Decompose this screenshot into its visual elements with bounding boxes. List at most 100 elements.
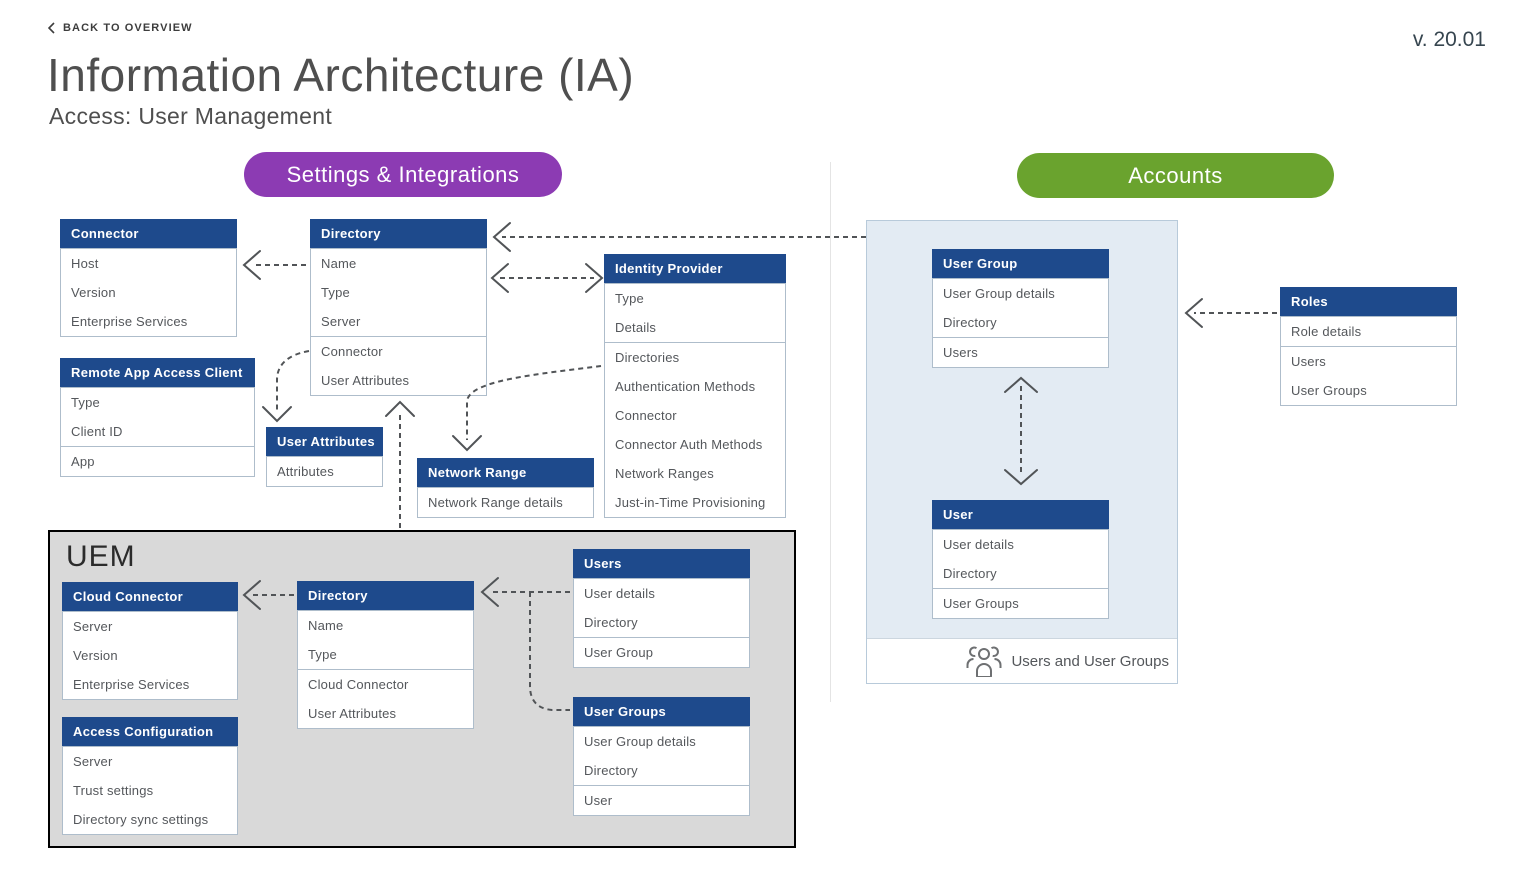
entity-row: Name (321, 256, 357, 271)
entity-section: App (60, 446, 255, 477)
entity-row: Server (321, 314, 361, 329)
entity-row: Type (308, 647, 337, 662)
entity-row: Network Range details (428, 495, 563, 510)
users-group-icon (966, 646, 1002, 677)
entity-section: Role details (1280, 316, 1457, 347)
entity-title: Directory (297, 581, 474, 611)
page-title: Information Architecture (IA) (47, 49, 635, 101)
entity-title: User (932, 500, 1109, 530)
version-label: v. 20.01 (1412, 28, 1486, 51)
settings-integrations-pill: Settings & Integrations (244, 152, 562, 197)
accounts-footer-label: Users and User Groups (1011, 652, 1169, 670)
entity-section: Attributes (266, 456, 383, 487)
entity-row: User Group details (584, 734, 696, 749)
entity-section: User (573, 785, 750, 816)
accounts-footer: Users and User Groups (867, 638, 1177, 683)
entity-row: Enterprise Services (73, 677, 190, 692)
entity-title: User Group (932, 249, 1109, 279)
entity-section: Users (932, 337, 1109, 368)
entity-row: User Group (584, 645, 654, 660)
entity-row: Client ID (71, 424, 123, 439)
entity-row: Type (615, 291, 644, 306)
chevron-left-icon (48, 22, 55, 34)
entity-row: Directory (943, 315, 997, 330)
uem-label: UEM (66, 540, 136, 573)
entity-row: Attributes (277, 464, 334, 479)
entity-row: Type (71, 395, 100, 410)
entity-title: User Attributes (266, 427, 383, 457)
entity-row: Connector Auth Methods (615, 437, 763, 452)
entity-row: Directories (615, 350, 680, 365)
entity-row: Authentication Methods (615, 379, 756, 394)
entity-row: Host (71, 256, 99, 271)
entity-row: Just-in-Time Provisioning (615, 495, 766, 510)
entity-row: Version (73, 648, 118, 663)
entity-section: User Group (573, 637, 750, 668)
entity-row: User Attributes (321, 373, 410, 388)
entity-row: Role details (1291, 324, 1362, 339)
accounts-pill: Accounts (1017, 153, 1334, 198)
entity-title: Users (573, 549, 750, 579)
entity-row: Name (308, 618, 344, 633)
entity-row: Directory (584, 763, 638, 778)
entity-title: Cloud Connector (62, 582, 238, 612)
entity-row: User Attributes (308, 706, 397, 721)
entity-row: Connector (321, 344, 383, 359)
entity-row: Trust settings (73, 783, 154, 798)
entity-title: Remote App Access Client (60, 358, 255, 388)
entity-row: User details (584, 586, 656, 601)
entity-row: Server (73, 619, 113, 634)
entity-row: Users (1291, 354, 1326, 369)
entity-row: Version (71, 285, 116, 300)
page-subtitle: Access: User Management (49, 103, 333, 129)
entity-section: Network Range details (417, 487, 594, 518)
entity-row: Cloud Connector (308, 677, 409, 692)
entity-row: User (584, 793, 613, 808)
entity-row: Directory (943, 566, 997, 581)
entity-row: Details (615, 320, 657, 335)
entity-section: User Groups (932, 588, 1109, 619)
back-to-overview-link[interactable]: BACK TO OVERVIEW (48, 22, 193, 34)
back-link-label: BACK TO OVERVIEW (63, 22, 193, 34)
entity-title: Connector (60, 219, 237, 249)
entity-row: User Group details (943, 286, 1055, 301)
entity-title: Directory (310, 219, 487, 249)
entity-row: User Groups (1291, 383, 1367, 398)
entity-row: App (71, 454, 95, 469)
entity-row: Network Ranges (615, 466, 714, 481)
entity-title: User Groups (573, 697, 750, 727)
entity-title: Network Range (417, 458, 594, 488)
entity-row: Connector (615, 408, 677, 423)
entity-row: User details (943, 537, 1015, 552)
entity-row: Directory sync settings (73, 812, 209, 827)
entity-title: Identity Provider (604, 254, 786, 284)
entity-row: Enterprise Services (71, 314, 188, 329)
